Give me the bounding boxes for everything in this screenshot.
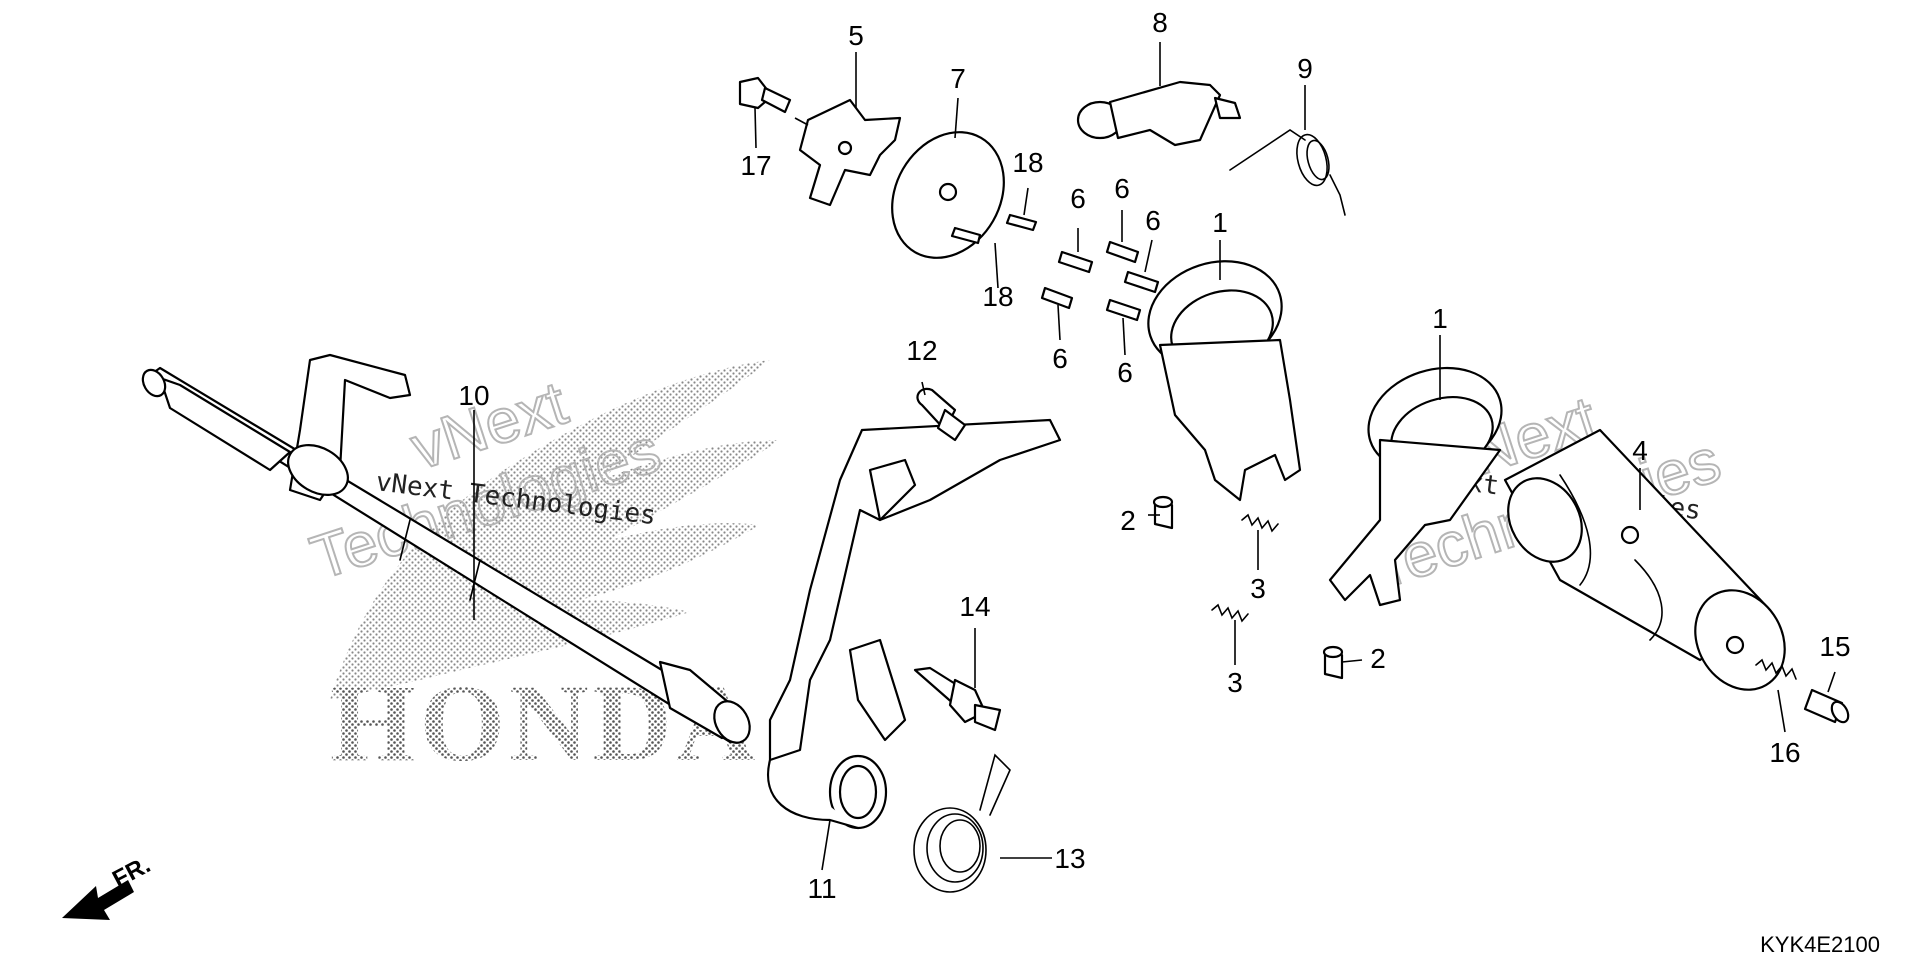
part-12-plunger bbox=[916, 387, 967, 442]
callout-11-shift-arm: 11 bbox=[807, 873, 836, 904]
part-1-shift-fork-upper bbox=[1147, 260, 1302, 502]
callout-3-lower-spring: 3 bbox=[1227, 667, 1243, 698]
part-16-spring bbox=[1755, 658, 1797, 680]
callout-10-spindle: 10 bbox=[458, 380, 489, 411]
callout-15-cap: 15 bbox=[1819, 631, 1850, 662]
callout-2-lower-bushing: 2 bbox=[1370, 643, 1386, 674]
part-15-cap bbox=[1803, 688, 1850, 724]
callout-8-stopper-arm: 8 bbox=[1152, 7, 1168, 38]
callout-5-stopper-plate: 5 bbox=[848, 20, 864, 51]
part-10-gearshift-spindle bbox=[141, 353, 751, 744]
callout-6-pin-a: 6 bbox=[1070, 183, 1086, 214]
diagram-code: KYK4E2100 bbox=[1760, 932, 1880, 957]
part-17-bolt bbox=[738, 76, 792, 114]
part-13-spring bbox=[913, 753, 1011, 893]
callout-18-dowel-lower: 18 bbox=[982, 281, 1013, 312]
callout-2-upper-bushing: 2 bbox=[1120, 505, 1136, 536]
callout-1-upper-fork: 1 bbox=[1212, 207, 1228, 238]
callout-14-pin: 14 bbox=[959, 591, 990, 622]
callout-17-bolt: 17 bbox=[740, 150, 771, 181]
callout-18-dowel-upper: 18 bbox=[1012, 147, 1043, 178]
callout-labels: 1 1 2 2 3 3 4 5 6 6 6 6 6 7 8 9 10 11 12… bbox=[458, 7, 1850, 904]
callout-9-spring: 9 bbox=[1297, 53, 1313, 84]
callout-16-spring: 16 bbox=[1769, 737, 1800, 768]
part-14-pin bbox=[913, 666, 1002, 732]
callout-1-lower-fork: 1 bbox=[1432, 303, 1448, 334]
front-direction-indicator: FR. bbox=[62, 851, 155, 920]
part-6-pins bbox=[1040, 240, 1160, 322]
part-18-dowel-pins bbox=[950, 213, 1038, 245]
callout-3-upper-spring: 3 bbox=[1250, 573, 1266, 604]
callout-6-pin-c: 6 bbox=[1145, 205, 1161, 236]
callout-6-pin-e: 6 bbox=[1117, 357, 1133, 388]
leader-lines bbox=[473, 42, 1836, 871]
part-8-stopper-arm bbox=[1076, 80, 1242, 147]
part-5-stopper-plate bbox=[798, 98, 902, 207]
part-2-bushings bbox=[1152, 495, 1344, 680]
callout-4-shift-drum: 4 bbox=[1632, 435, 1648, 466]
part-11-gearshift-arm bbox=[767, 418, 1062, 830]
part-1-shift-fork-lower bbox=[1328, 366, 1503, 607]
callout-6-pin-d: 6 bbox=[1052, 343, 1068, 374]
front-label: FR. bbox=[108, 851, 155, 893]
part-4-shift-drum bbox=[1503, 428, 1786, 691]
part-7-cam-plate bbox=[891, 131, 1005, 259]
part-9-spring bbox=[1229, 129, 1346, 216]
part-3-springs bbox=[1211, 513, 1279, 623]
front-arrow-icon bbox=[62, 880, 134, 920]
callout-6-pin-b: 6 bbox=[1114, 173, 1130, 204]
honda-wing-logo bbox=[330, 360, 780, 700]
callout-7-cam-plate: 7 bbox=[950, 63, 966, 94]
callout-12-plunger: 12 bbox=[906, 335, 937, 366]
callout-13-spring: 13 bbox=[1054, 843, 1085, 874]
